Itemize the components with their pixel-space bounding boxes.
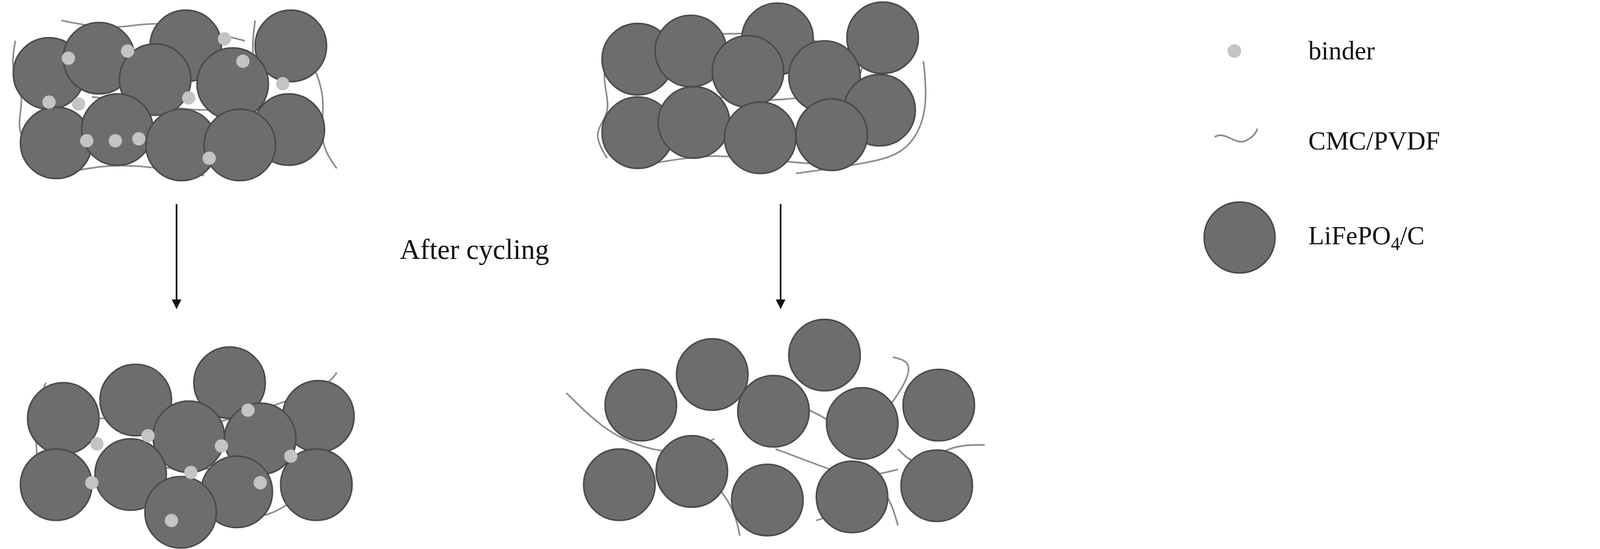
process-arrow (779, 204, 782, 309)
particle (826, 387, 898, 459)
particle (731, 464, 804, 536)
binder-dot (71, 97, 85, 111)
binder-dot (164, 513, 178, 527)
binder-dot (182, 91, 196, 105)
particle (27, 382, 99, 455)
legend-item: binder (1198, 11, 1375, 91)
legend-sample (1198, 11, 1293, 91)
particle (737, 375, 809, 447)
particle (724, 102, 796, 174)
binder-dot (276, 77, 290, 91)
particle (583, 448, 656, 521)
binder-dot (214, 439, 228, 453)
particle (20, 448, 92, 521)
binder-dot (85, 476, 99, 490)
particle (280, 448, 353, 521)
process-arrow (175, 204, 178, 309)
particle (658, 86, 730, 159)
binder-dot (42, 95, 56, 109)
binder-dot (284, 449, 298, 463)
particle (903, 369, 975, 441)
particle (795, 98, 868, 171)
legend-sample (1198, 101, 1293, 180)
particle (788, 319, 860, 391)
binder-dot (141, 429, 155, 443)
binder-dot (253, 476, 267, 490)
particle (676, 338, 748, 410)
binder-dot (120, 44, 134, 58)
binder-dot (236, 54, 250, 68)
legend-item: LiFePO4/C (1198, 198, 1425, 277)
binder-dot (202, 151, 216, 165)
binder-dot (241, 403, 255, 417)
binder-dot (61, 51, 75, 65)
particle (816, 461, 888, 533)
legend-sample (1198, 198, 1293, 277)
particle (144, 476, 217, 548)
binder-dot (217, 32, 231, 46)
binder-dot (132, 132, 146, 146)
legend-text: LiFePO4/C (1308, 221, 1425, 255)
binder-dot (80, 134, 94, 148)
particle (81, 93, 154, 166)
particle (901, 450, 973, 522)
particle (204, 109, 276, 181)
particle (605, 369, 677, 441)
particle (712, 35, 784, 108)
step-label: After cycling (400, 234, 549, 266)
legend-item: CMC/PVDF (1198, 101, 1441, 180)
particle (196, 47, 269, 120)
binder-dot (90, 436, 104, 450)
legend-text: CMC/PVDF (1308, 126, 1441, 156)
binder-dot (108, 134, 122, 148)
legend-text: binder (1308, 36, 1375, 66)
binder-dot (184, 465, 198, 479)
particle (656, 435, 728, 508)
